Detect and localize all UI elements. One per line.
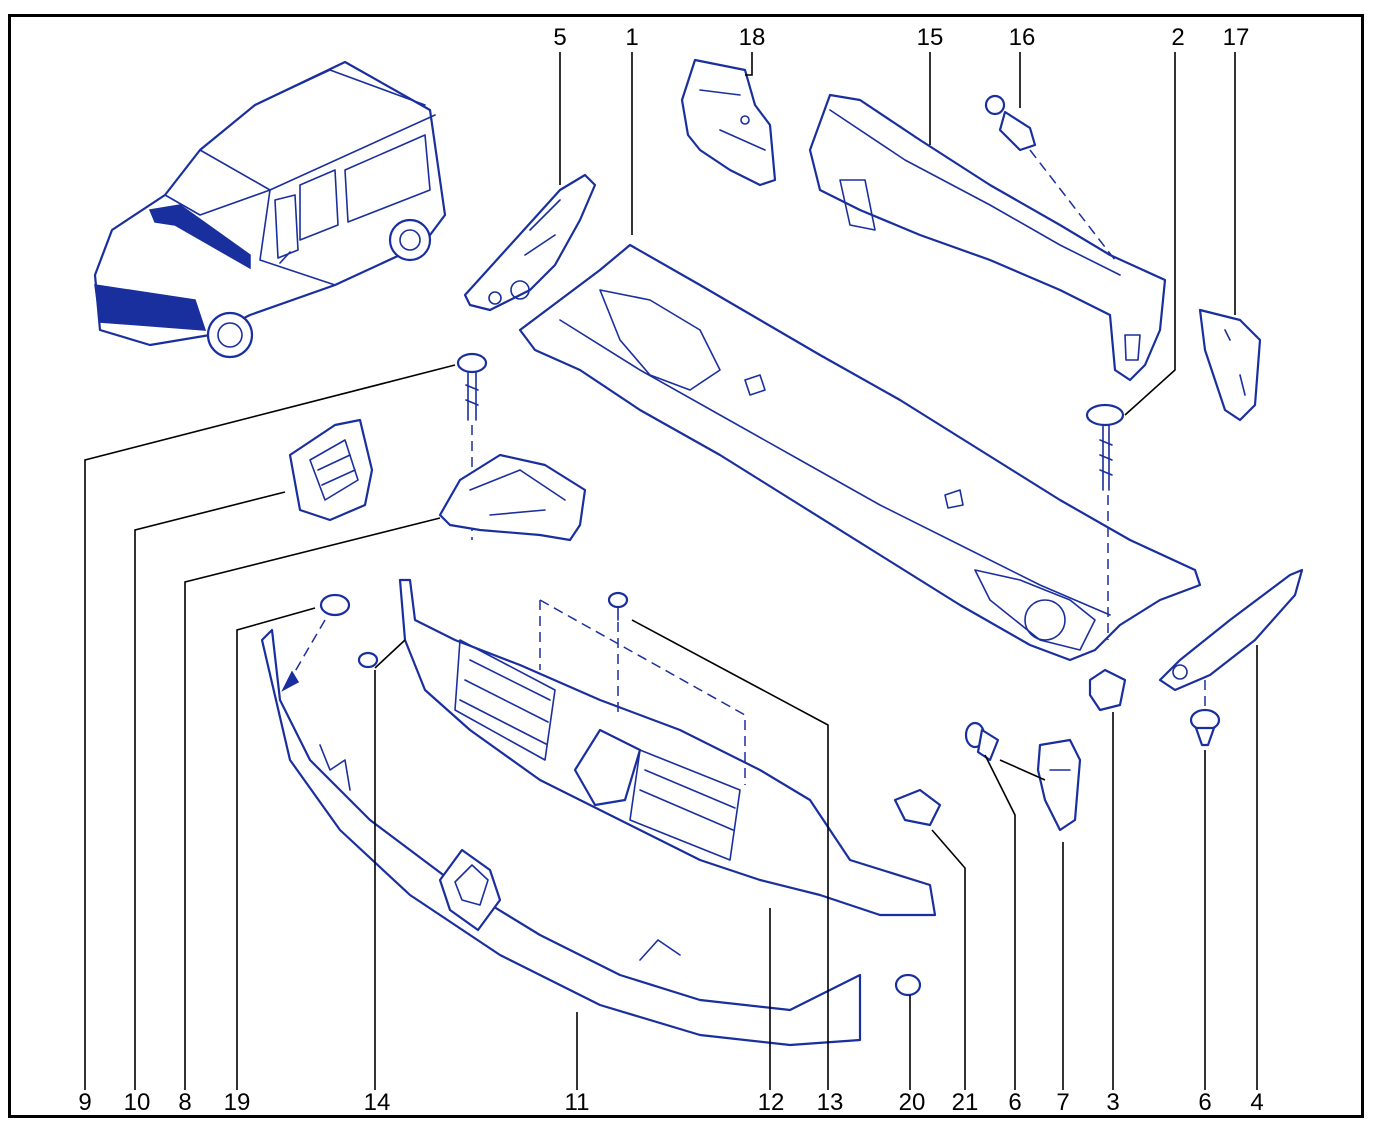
- part-7-bracket: [1036, 738, 1082, 832]
- label-15: 15: [917, 24, 944, 51]
- label-9: 9: [78, 1089, 91, 1116]
- part-6-push-clip-right: [1189, 708, 1221, 747]
- label-17: 17: [1223, 24, 1250, 51]
- label-12: 12: [758, 1089, 785, 1116]
- part-6-push-clip-left: [964, 721, 1000, 762]
- label-2: 2: [1171, 24, 1184, 51]
- label-13: 13: [817, 1089, 844, 1116]
- part-12-radiator-grille: [398, 578, 937, 917]
- part-5-left-bracket: [463, 173, 597, 312]
- label-10: 10: [124, 1089, 151, 1116]
- part-16-clip: [984, 94, 1116, 261]
- label-14: 14: [364, 1089, 391, 1116]
- leader-lines: [84, 52, 1258, 1090]
- part-8-lower-bracket: [438, 453, 587, 542]
- label-5: 5: [553, 24, 566, 51]
- top-labels: 5 1 18 15 16 2 17: [553, 24, 1249, 51]
- label-16: 16: [1009, 24, 1036, 51]
- label-20: 20: [899, 1089, 926, 1116]
- part-20-plug: [894, 973, 922, 997]
- label-6-right: 6: [1198, 1089, 1211, 1116]
- part-21-clip: [893, 788, 942, 827]
- part-3-nut: [1088, 668, 1127, 712]
- label-6-left: 6: [1008, 1089, 1021, 1116]
- label-7: 7: [1056, 1089, 1069, 1116]
- part-10-vent-grille: [288, 418, 374, 522]
- label-11: 11: [565, 1089, 590, 1116]
- part-11-moulding: [260, 628, 862, 1047]
- label-21: 21: [952, 1089, 979, 1116]
- part-18-upper-bracket: [680, 58, 777, 187]
- label-19: 19: [224, 1089, 251, 1116]
- part-14-clip: [357, 651, 379, 669]
- label-3: 3: [1106, 1089, 1119, 1116]
- label-4: 4: [1250, 1089, 1263, 1116]
- part-17-right-bracket: [1198, 308, 1262, 422]
- label-8: 8: [178, 1089, 191, 1116]
- label-1: 1: [625, 24, 638, 51]
- part-4-right-lower-bracket: [1158, 568, 1304, 710]
- part-15-upper-cover: [808, 93, 1167, 382]
- part-1-scuttle-panel: [518, 243, 1202, 662]
- part-13-clip: [607, 591, 629, 715]
- label-18: 18: [739, 24, 766, 51]
- bottom-labels: 9 10 8 19 14 11 12 13 20 21 6 7 3 6 4: [78, 1089, 1263, 1116]
- part-19-plug: [281, 593, 351, 692]
- part-2-screw: [1085, 403, 1125, 640]
- vehicle-overview: [93, 60, 447, 359]
